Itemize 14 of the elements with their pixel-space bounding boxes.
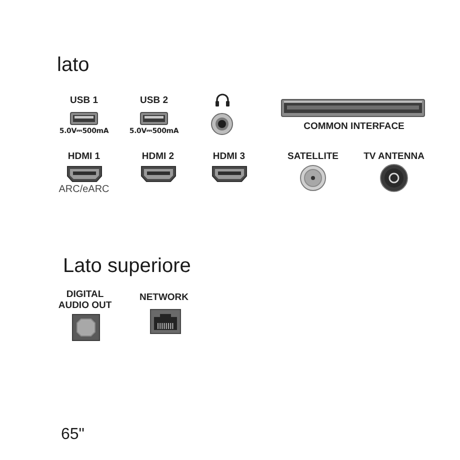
port-label: HDMI 2 [140,151,176,162]
size-label: 65" [61,425,84,444]
port-label: SATELLITE [286,151,340,162]
port-label: USB 2 [139,95,169,106]
port-label: TV ANTENNA [362,151,426,162]
port-label: HDMI 1 [66,151,102,162]
section-heading: Lato superiore [63,254,191,278]
port-note: ARC/eARC [58,184,110,196]
port-label: HDMI 3 [212,151,246,162]
section-heading: lato [57,53,90,77]
port-label: USB 1 [69,95,99,106]
port-label: DIGITAL AUDIO OUT [57,289,113,311]
port-label: NETWORK [138,292,190,303]
port-label: COMMON INTERFACE [302,121,406,132]
